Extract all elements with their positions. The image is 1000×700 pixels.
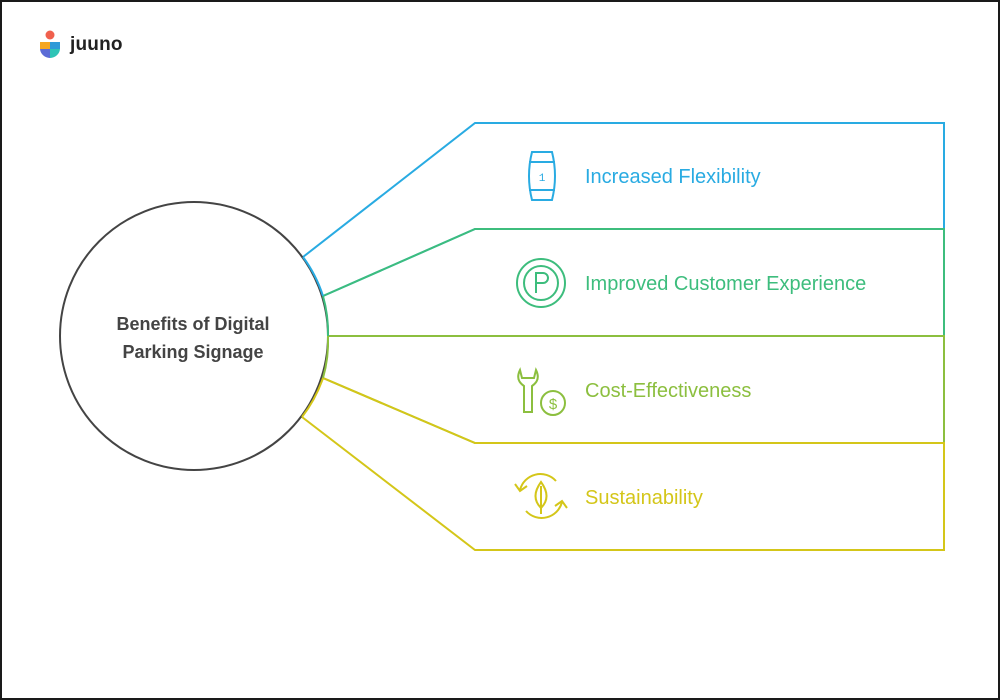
parking-icon bbox=[516, 258, 566, 308]
band-sustainability bbox=[301, 377, 945, 551]
recycle-leaf-icon bbox=[514, 473, 568, 519]
juuno-logo-icon bbox=[40, 30, 60, 59]
item-label-cost-effectiveness: Cost-Effectiveness bbox=[585, 380, 751, 402]
item-label-sustainability: Sustainability bbox=[585, 487, 703, 509]
brand-name: juuno bbox=[70, 34, 123, 55]
svg-text:$: $ bbox=[549, 396, 558, 413]
item-label-increased-flexibility: Increased Flexibility bbox=[585, 166, 761, 188]
hub-title-line-1: Benefits of Digital bbox=[116, 314, 269, 334]
band-increased-flexibility bbox=[302, 122, 945, 297]
hub-title-line-2: Parking Signage bbox=[122, 342, 263, 362]
svg-text:1: 1 bbox=[539, 173, 546, 185]
item-label-improved-customer-experience: Improved Customer Experience bbox=[585, 273, 866, 295]
brand-logo: juuno bbox=[38, 30, 123, 60]
hub-circle bbox=[59, 201, 329, 471]
barrel-icon: 1 bbox=[528, 151, 556, 201]
wrench-dollar-icon: $ bbox=[517, 367, 566, 416]
